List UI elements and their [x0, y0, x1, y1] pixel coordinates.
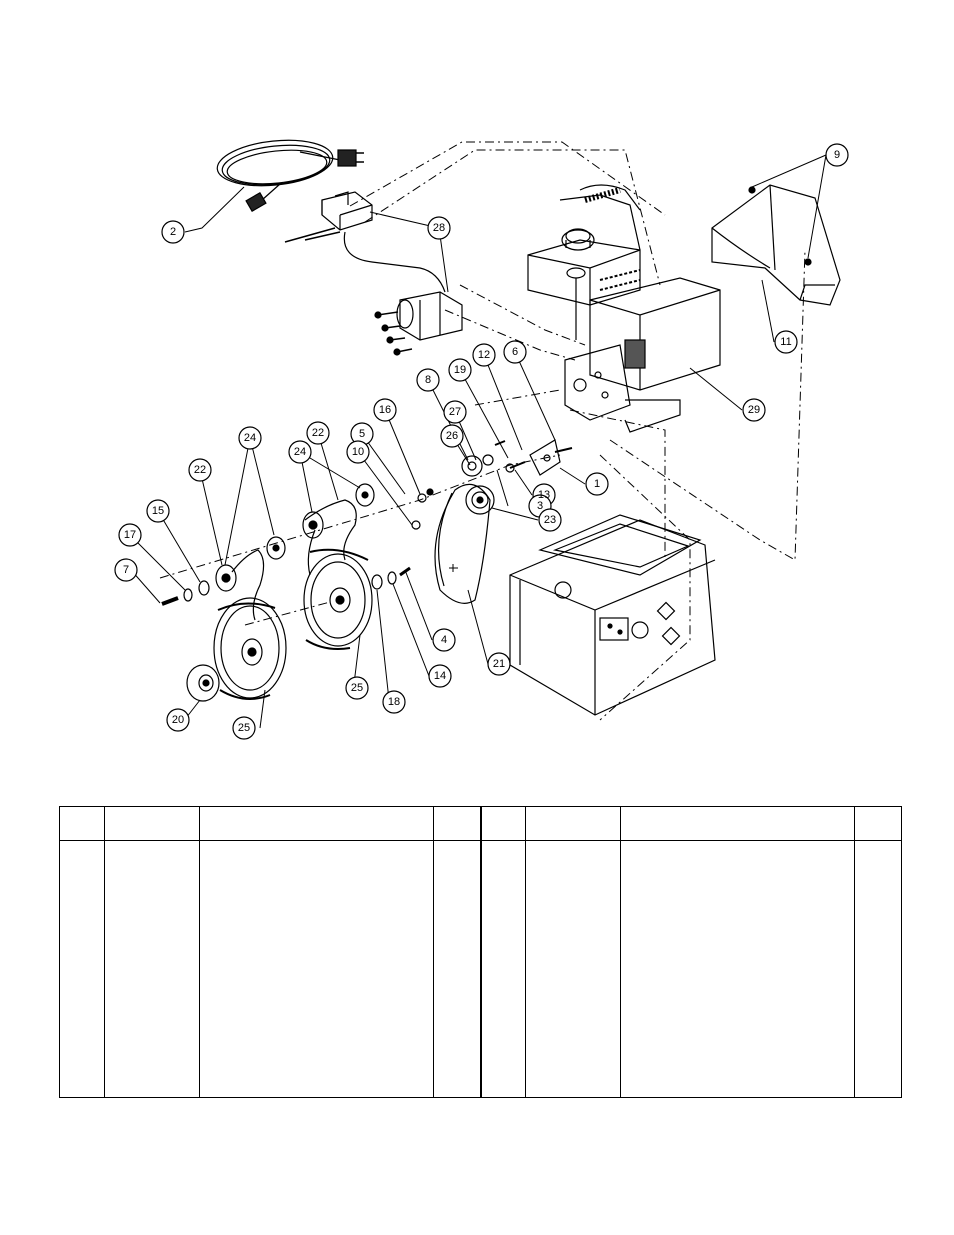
cell-qty: [854, 840, 902, 1098]
hub-20: [186, 664, 220, 702]
callout-label: 13: [538, 489, 550, 501]
header-ref-no: [481, 806, 526, 841]
pulley-25-right: [303, 548, 373, 650]
extension-cord: [216, 139, 364, 213]
header-part-no: [104, 806, 200, 841]
callout-label: 5: [359, 428, 365, 440]
frame-chassis: [509, 514, 716, 716]
callout-label: 11: [780, 336, 791, 348]
callout-label: 6: [512, 346, 518, 358]
callout-label: 4: [441, 634, 447, 646]
header-description: [199, 806, 434, 841]
callout-circles: [114, 143, 849, 740]
callout-label: 17: [124, 529, 136, 541]
callout-labels: 2 28 9 11 29 12 6 8 19 16 27 5 26 10 22 …: [123, 149, 840, 734]
callout-label: 29: [748, 404, 760, 416]
parts-list-table-left: [59, 806, 481, 1098]
header-qty: [433, 806, 481, 841]
callout-label: 15: [152, 505, 164, 517]
callout-label: 14: [434, 670, 446, 682]
callout-label: 24: [244, 432, 256, 444]
pulley-24-b: [355, 483, 375, 507]
header-ref-no: [59, 806, 105, 841]
bolt-4: [399, 566, 411, 577]
callout-label: 24: [294, 446, 306, 458]
washer-14: [387, 571, 397, 585]
belt-22-right: [304, 499, 357, 576]
callout-label: 16: [379, 404, 391, 416]
cell-ref-no: [59, 840, 105, 1098]
cell-description: [620, 840, 855, 1098]
callout-label: 19: [454, 364, 466, 376]
bolt-7: [161, 596, 179, 606]
callout-label: 21: [493, 658, 505, 670]
header-part-no: [525, 806, 621, 841]
idler-assembly: [411, 439, 573, 530]
callout-label: 20: [172, 714, 184, 726]
callout-label: 26: [446, 430, 458, 442]
exploded-parts-diagram: 2 28 9 11 29 12 6 8 19 16 27 5 26 10 22 …: [114, 139, 849, 740]
pulley-24-a: [302, 511, 324, 539]
leader-lines: [129, 154, 827, 729]
header-qty: [854, 806, 902, 841]
table-row: [59, 840, 481, 1098]
table-header-row: [59, 806, 481, 841]
callout-label: 9: [834, 149, 840, 161]
cell-qty: [433, 840, 481, 1098]
table-header-row: [481, 806, 902, 841]
washer-17: [183, 588, 193, 602]
callout-label: 12: [478, 349, 490, 361]
pulley-24-c: [215, 564, 237, 592]
callout-label: 10: [352, 446, 364, 458]
cell-part-no: [104, 840, 200, 1098]
callout-label: 28: [433, 222, 445, 234]
callout-label: 7: [123, 564, 129, 576]
belt-22-left: [231, 549, 265, 621]
assembly-lines: [159, 141, 806, 721]
pulley-24-d: [266, 536, 286, 560]
callout-label: 3: [537, 500, 543, 512]
table-row: [481, 840, 902, 1098]
callout-label: 25: [351, 682, 363, 694]
header-description: [620, 806, 855, 841]
callout-label: 22: [312, 427, 324, 439]
washer-18: [371, 574, 383, 590]
callout-label: 8: [425, 374, 431, 386]
cell-ref-no: [481, 840, 526, 1098]
engine: [527, 184, 721, 433]
callout-label: 25: [238, 722, 250, 734]
callout-label: 2: [170, 226, 176, 238]
parts-list-table-right: [481, 806, 902, 1098]
drive-belt-21: [434, 483, 491, 604]
callout-label: 18: [388, 696, 400, 708]
pulley-25-left: [213, 597, 287, 700]
belt-cover: [711, 184, 841, 306]
cell-part-no: [525, 840, 621, 1098]
callout-label: 23: [544, 514, 556, 526]
callout-label: 22: [194, 464, 206, 476]
cell-description: [199, 840, 434, 1098]
callout-label: 1: [594, 478, 600, 490]
electric-starter: [284, 191, 463, 356]
callout-label: 27: [449, 406, 461, 418]
washer-15: [198, 580, 210, 596]
